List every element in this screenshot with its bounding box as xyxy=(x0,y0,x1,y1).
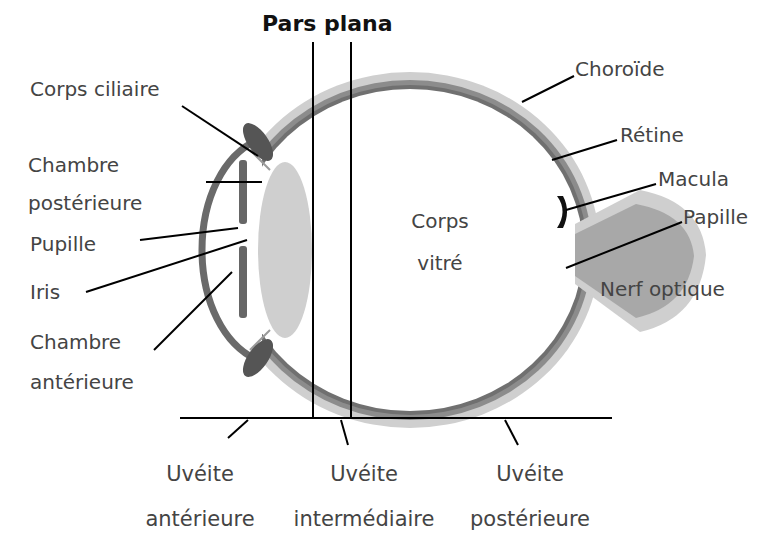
leader-line xyxy=(182,106,258,156)
retina-layer xyxy=(262,85,587,415)
vitreous-body xyxy=(262,89,583,411)
cornea xyxy=(202,138,262,362)
part-label: Iris xyxy=(30,279,130,305)
macula xyxy=(557,196,567,228)
part-label: Corps vitré xyxy=(397,200,483,284)
part-label: Corps ciliaire xyxy=(30,76,230,102)
part-label: Rétine xyxy=(620,122,760,148)
leader-line xyxy=(140,228,238,240)
iris xyxy=(239,246,247,318)
leader-line xyxy=(552,140,617,160)
leader-line xyxy=(522,76,574,102)
leader-line xyxy=(341,420,348,445)
part-label: Pupille xyxy=(30,231,170,257)
iris xyxy=(239,160,247,224)
region-title: Pars plana xyxy=(262,10,402,38)
leader-line xyxy=(86,240,247,292)
leader-line xyxy=(154,272,232,350)
part-label: Nerf optique xyxy=(600,276,768,302)
region-label: Uvéite intermédiaire xyxy=(272,452,456,540)
part-label: Chambre antérieure xyxy=(30,322,180,402)
choroid-layer xyxy=(262,80,592,420)
boundary-line xyxy=(312,42,314,418)
part-label: Macula xyxy=(658,166,768,192)
leader-line xyxy=(228,420,248,438)
lens xyxy=(258,162,312,338)
part-label: Choroïde xyxy=(575,56,735,82)
part-label: Papille xyxy=(683,204,768,230)
leader-line xyxy=(206,181,262,183)
leader-line xyxy=(566,184,656,210)
region-label: Uvéite antérieure xyxy=(110,452,290,540)
baseline xyxy=(180,417,612,419)
boundary-line xyxy=(350,42,352,418)
leader-line xyxy=(566,222,682,268)
part-label: Chambre postérieure xyxy=(28,146,178,222)
leader-line xyxy=(505,420,518,445)
ciliary-body xyxy=(237,334,279,382)
region-label: Uvéite postérieure xyxy=(440,452,620,540)
ciliary-body xyxy=(237,118,279,166)
